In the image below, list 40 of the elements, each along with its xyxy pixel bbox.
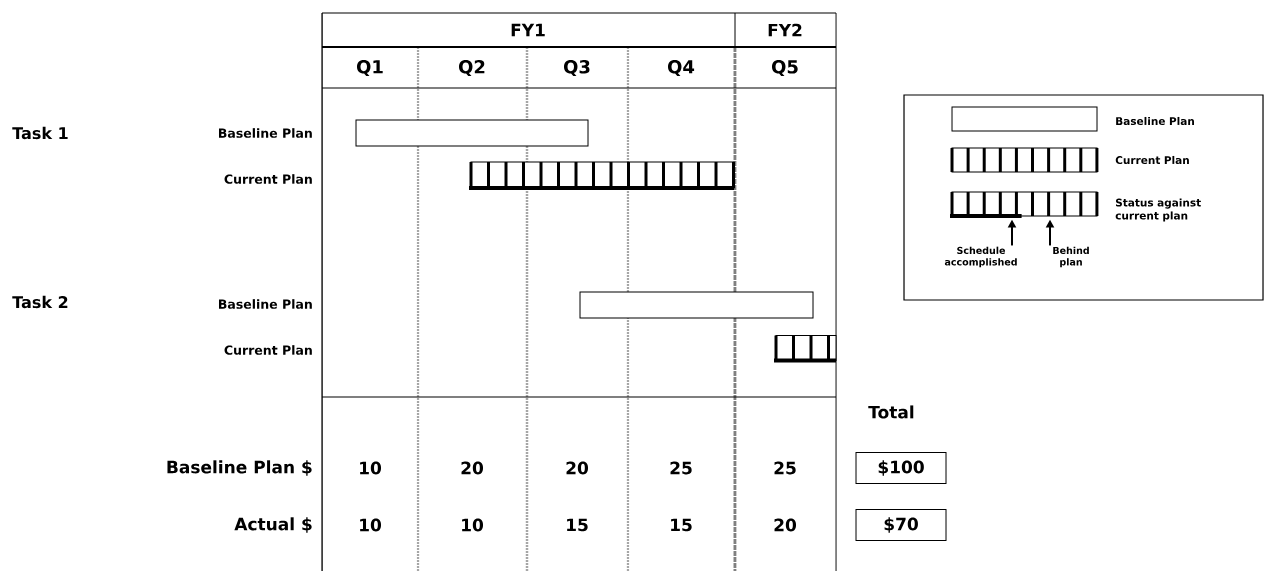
gantt-bar: [774, 335, 837, 363]
legend-sample: [950, 191, 1099, 218]
table-label: Q1: [357, 60, 383, 76]
legend-note: Behind plan: [1053, 246, 1089, 268]
table-label: Actual $: [234, 517, 312, 533]
table-label: Q3: [564, 60, 590, 76]
total-box: $70: [855, 509, 947, 541]
table-label: 20: [461, 461, 483, 475]
gantt-bar: [355, 119, 589, 147]
sample-label: Baseline Plan: [1116, 116, 1194, 126]
table-label: 25: [774, 461, 796, 475]
total-box: $100: [855, 452, 947, 484]
table-label: Total: [868, 405, 914, 419]
table-label: Baseline Plan $: [167, 460, 312, 476]
table-label: Task 1: [12, 126, 68, 140]
table-label: FY1: [511, 23, 545, 37]
gantt-bar: [579, 291, 814, 319]
table-label: Current Plan: [224, 345, 312, 355]
table-label: 10: [360, 461, 381, 475]
legend-note: Schedule accomplished: [944, 246, 1017, 268]
legend-sample: [951, 106, 1098, 132]
sample-label: Current Plan: [1115, 155, 1189, 165]
table-label: 15: [671, 518, 692, 532]
table-label: Q2: [459, 60, 485, 76]
table-label: Current Plan: [224, 174, 312, 184]
table-label: Q5: [772, 60, 798, 76]
table-label: FY2: [768, 23, 802, 37]
table-label: 20: [566, 461, 588, 475]
table-label: 20: [774, 518, 796, 532]
legend-sample: [950, 147, 1099, 173]
table-label: Q4: [668, 60, 695, 76]
table-label: Baseline Plan: [219, 128, 312, 138]
table-label: Baseline Plan: [219, 299, 312, 309]
table-label: 10: [360, 518, 381, 532]
table-label: 10: [462, 518, 483, 532]
table-label: 15: [567, 518, 588, 532]
table-label: Task 2: [12, 295, 68, 309]
gantt-bar: [469, 161, 735, 190]
sample-label: Status against current plan: [1115, 198, 1201, 222]
table-label: 25: [670, 461, 692, 475]
